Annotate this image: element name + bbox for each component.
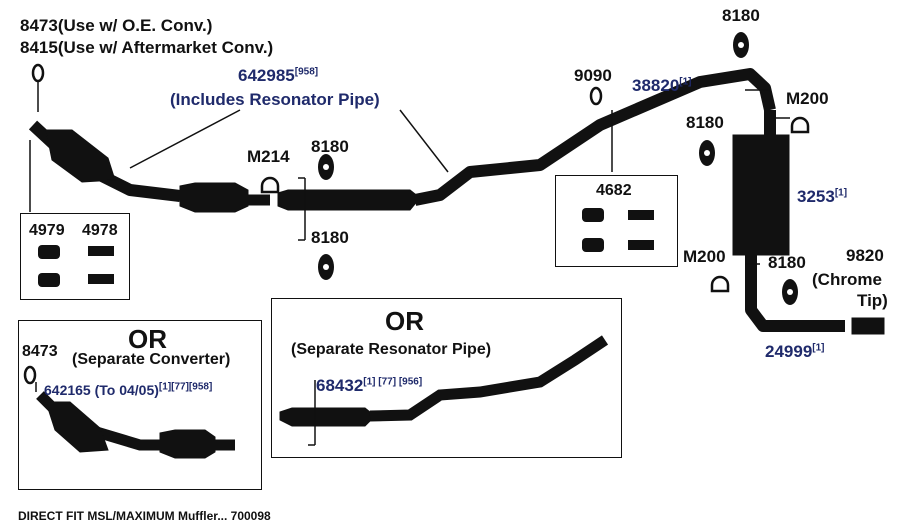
- part-38820: 38820[1]: [632, 76, 692, 95]
- part-9820: 9820: [846, 246, 884, 265]
- footer-caption: DIRECT FIT MSL/MAXIMUM Muffler... 700098: [18, 509, 271, 523]
- part-8415: 8415(Use w/ Aftermarket Conv.): [20, 38, 274, 57]
- part-m214: M214: [247, 147, 290, 166]
- part-4682: 4682: [596, 182, 632, 199]
- spring-icon: [38, 245, 60, 259]
- separate-resonator-body: [279, 407, 376, 427]
- part-24999: 24999[1]: [765, 342, 825, 361]
- muffler: [732, 134, 790, 256]
- part-8180-right-mid: 8180: [686, 113, 724, 132]
- spring-icon: [582, 208, 604, 222]
- part-8473-top: 8473(Use w/ O.E. Conv.): [20, 16, 213, 35]
- spring-icon: [38, 273, 60, 287]
- part-642165: 642165 (To 04/05)[1][77][958]: [44, 381, 213, 398]
- spring-icon: [582, 238, 604, 252]
- part-8180-mid-top: 8180: [311, 137, 349, 156]
- part-9820-note-1: (Chrome: [812, 270, 882, 289]
- clamp-icon: [710, 275, 730, 293]
- part-8180-mid-bottom: 8180: [311, 228, 349, 247]
- intermediate-pipe: [413, 68, 776, 206]
- bolt-icon: [88, 274, 114, 284]
- part-8180-top-right: 8180: [722, 6, 760, 25]
- bolt-icon: [628, 210, 654, 220]
- gasket-ring-icon: [31, 63, 45, 83]
- separate-resonator-box: [271, 298, 622, 458]
- clamp-icon: [790, 116, 810, 134]
- part-8473-left: 8473: [22, 343, 58, 360]
- part-68432: 68432[1] [77] [956]: [316, 376, 423, 395]
- gasket-ring-icon: [589, 86, 603, 106]
- bolt-icon: [88, 246, 114, 256]
- bolt-icon: [628, 240, 654, 250]
- part-m200-top: M200: [786, 89, 829, 108]
- resonator: [179, 182, 249, 213]
- separate-resonator-label: (Separate Resonator Pipe): [291, 341, 492, 358]
- tailpipe: [745, 255, 845, 332]
- part-642985: 642985[958]: [238, 66, 319, 85]
- part-4979: 4979: [29, 222, 65, 239]
- part-642985-note: (Includes Resonator Pipe): [170, 90, 380, 109]
- part-9090: 9090: [574, 66, 612, 85]
- separate-resonator-pipe: [369, 335, 609, 422]
- resonator-pipe-body: [277, 189, 421, 211]
- gasket-ring-icon: [23, 365, 37, 385]
- separate-converter-box: [18, 320, 262, 490]
- catalytic-converter: [45, 129, 116, 183]
- separate-converter-muffler: [159, 429, 216, 459]
- or-left: OR: [128, 324, 167, 354]
- part-9820-note-2: Tip): [857, 291, 888, 310]
- chrome-tip: [851, 317, 885, 335]
- part-8473-left-note: (Separate Converter): [72, 351, 231, 368]
- part-8180-right-low: 8180: [768, 253, 806, 272]
- part-4978: 4978: [82, 222, 118, 239]
- part-3253: 3253[1]: [797, 187, 848, 206]
- hardware-box-4979-4978: [20, 213, 130, 300]
- separate-converter-body: [45, 401, 109, 453]
- hardware-box-4682: [555, 175, 678, 267]
- clamp-icon: [260, 176, 280, 194]
- part-m200-bottom: M200: [683, 247, 726, 266]
- or-middle: OR: [385, 306, 424, 336]
